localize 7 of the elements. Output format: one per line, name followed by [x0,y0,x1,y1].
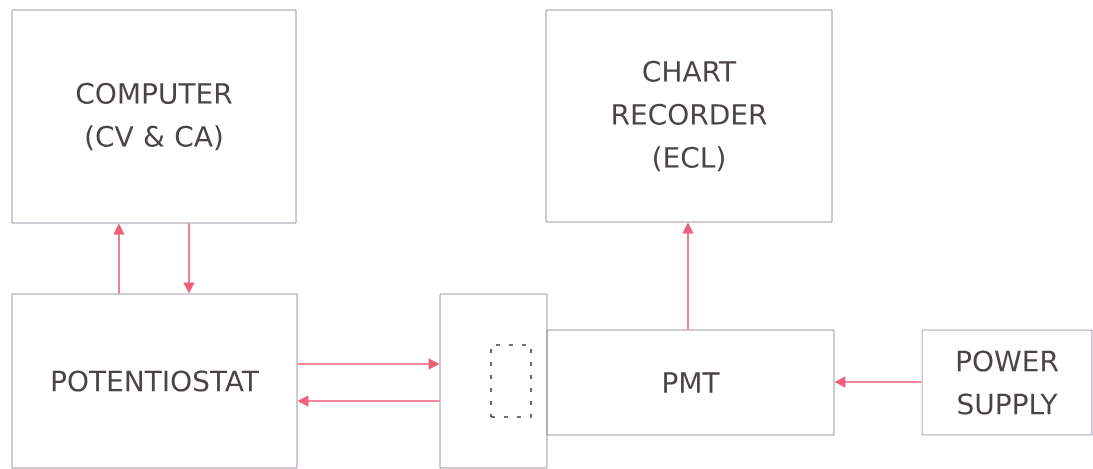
block-box: COMPUTER (CV & CA) [11,9,297,224]
cell-box [439,293,548,469]
block-box: POWER SUPPLY [921,329,1093,436]
block-box: POTENTIOSTAT [11,293,298,469]
block-box: CHART RECORDER (ECL) [545,9,833,223]
window-outline [490,344,532,418]
block-box: PMT [546,329,835,436]
